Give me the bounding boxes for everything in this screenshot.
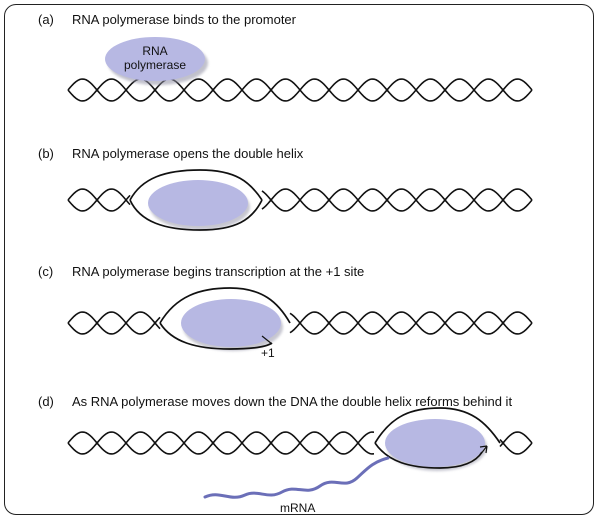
figure-frame	[4, 4, 594, 515]
helix-bottom-strand-open	[159, 322, 273, 350]
panel-c-caption: RNA polymerase begins transcription at t…	[72, 264, 364, 279]
dna-strand-a-segment-1	[67, 431, 375, 455]
panel-c: (c) RNA polymerase begins transcription …	[38, 264, 533, 360]
panel-b-letter: (b)	[38, 146, 54, 161]
dna-strand-a-segment-2	[499, 431, 533, 448]
dna-strand-b-segment-1	[67, 311, 161, 335]
panel-d-caption: As RNA polymerase moves down the DNA the…	[72, 394, 512, 409]
mrna-label: mRNA	[280, 501, 315, 515]
polymerase-body	[385, 419, 485, 467]
polymerase-label-line2: polymerase	[124, 58, 186, 72]
dna-strand-b-segment-1	[67, 431, 375, 455]
panel-d-letter: (d)	[38, 394, 54, 409]
panel-c-letter: (c)	[38, 264, 53, 279]
panel-a-rna-polymerase: RNA polymerase	[105, 37, 208, 85]
panel-d-bubble: mRNA	[203, 407, 501, 515]
polymerase-body	[148, 180, 248, 226]
plus-one-site-label: +1	[261, 346, 275, 360]
panel-b-dna-helix	[67, 188, 533, 212]
panel-d-dna-helix	[67, 431, 533, 455]
mrna-strand	[203, 456, 390, 499]
panel-b-caption: RNA polymerase opens the double helix	[72, 146, 304, 161]
panel-a-letter: (a)	[38, 12, 54, 27]
panel-d: (d) As RNA polymerase moves down the DNA…	[38, 394, 533, 515]
transcription-start-arrow	[261, 335, 273, 345]
helix-top-strand-open	[159, 287, 291, 324]
panel-a: (a) RNA polymerase binds to the promoter…	[38, 12, 533, 102]
dna-strand-b-segment-2	[261, 188, 533, 212]
polymerase-body	[105, 37, 205, 81]
dna-strand-a-segment-1	[67, 188, 131, 212]
helix-bottom-strand-open	[374, 442, 483, 469]
dna-strand-a-segment-2	[261, 188, 533, 212]
direction-arrow	[479, 445, 488, 456]
polymerase-label-line1: RNA	[142, 44, 167, 58]
panel-a-caption: RNA polymerase binds to the promoter	[72, 12, 297, 27]
panel-c-bubble: +1	[159, 287, 291, 360]
dna-strand-a-segment-2	[289, 311, 533, 335]
panel-c-dna-helix	[67, 311, 533, 335]
helix-top-strand-open	[374, 407, 501, 444]
polymerase-body	[181, 299, 281, 347]
dna-strand-b-segment-2	[499, 438, 533, 455]
dna-strand-a-segment-1	[67, 311, 161, 335]
dna-strand-b-segment-2	[289, 311, 533, 335]
dna-strand-b-segment-1	[67, 188, 131, 212]
helix-bottom-strand-open	[129, 199, 263, 231]
helix-top-strand-open	[129, 169, 263, 201]
panel-b: (b) RNA polymerase opens the double heli…	[38, 146, 533, 231]
panel-b-bubble	[129, 169, 263, 231]
